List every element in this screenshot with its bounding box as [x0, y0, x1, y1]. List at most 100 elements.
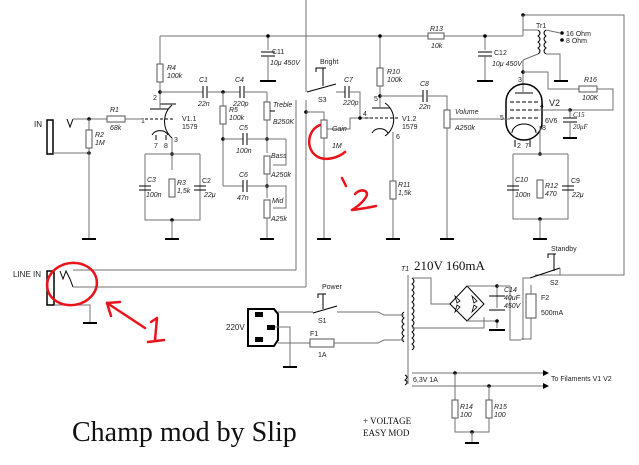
treble-name: Treble — [273, 102, 292, 109]
v11-pin1: 1 — [141, 118, 145, 125]
c2-ref: C2 — [202, 178, 211, 185]
f2-ref: F2 — [541, 295, 549, 302]
pot-gain[interactable]: Gain 1M — [320, 117, 372, 150]
cathode-network-v2: C10 100n R12 470 C9 22μ — [507, 152, 584, 240]
r12-ref: R12 — [545, 183, 558, 190]
c3-ref: C3 — [147, 177, 156, 184]
resistor-r10: R10 100k — [376, 67, 403, 96]
b-plus-rail — [159, 13, 625, 276]
r2-ref: R2 — [95, 132, 104, 139]
c5-value: 100n — [236, 148, 252, 155]
output-transformer-tr1[interactable]: Tr1 16 Ohm 8 Ohm — [522, 15, 591, 82]
mid-name: Mid — [272, 198, 284, 205]
c2-value: 22μ — [203, 192, 216, 199]
pot-treble[interactable]: Treble B250K — [263, 101, 294, 126]
switch-s3-bright[interactable]: Bright S3 — [306, 59, 338, 104]
volume-value: A250k — [454, 125, 475, 132]
c11-value: 10μ 450V — [270, 60, 301, 67]
c11-ref: C11 — [272, 49, 284, 56]
tap-8-ohm: 8 Ohm — [566, 38, 587, 45]
c8-ref: C8 — [420, 81, 429, 88]
r14-value: 100 — [460, 412, 472, 419]
f1-ref: F1 — [310, 331, 318, 338]
subtitle-line-1: + VOLTAGE — [363, 416, 412, 426]
iec-mains-inlet[interactable]: 220V — [226, 308, 279, 347]
c7-ref: C7 — [344, 77, 354, 84]
v2-pin4: 4 — [540, 103, 544, 110]
s2-ref: S2 — [550, 280, 559, 287]
c6-ref: C6 — [239, 172, 248, 179]
heater-label: 6,3V 1A — [413, 377, 438, 384]
gain-name: Gain — [332, 126, 347, 133]
v12-type: 1579 — [402, 124, 418, 131]
volume-name: Volume — [455, 109, 479, 116]
t1-rating: 210V 160mA — [414, 258, 486, 273]
capacitor-c12: C12 10μ 450V — [477, 50, 523, 82]
r13-value: 10k — [431, 43, 443, 50]
c9-value: 22μ — [571, 192, 584, 199]
capacitor-c4: C4 220p — [232, 77, 267, 108]
resistor-r1: R1 68k — [106, 107, 142, 132]
c1-ref: C1 — [199, 77, 208, 84]
switch-s1-power[interactable]: Power S1 — [312, 284, 404, 325]
v2-pin2: 2 — [517, 143, 521, 150]
bridge-rectifier — [449, 284, 505, 331]
v12-pin4: 4 — [363, 111, 367, 118]
c1-value: 22n — [197, 101, 210, 108]
capacitor-c11: C11 10μ 450V — [260, 49, 301, 82]
s2-name: Standby — [551, 246, 577, 253]
resistor-r4: R4 100k — [156, 63, 183, 92]
subtitle-line-2: EASY MOD — [363, 428, 410, 438]
title-block: Champ mod by Slip + VOLTAGE EASY MOD — [72, 416, 412, 448]
r10-value: 100k — [387, 77, 403, 84]
bass-name: Bass — [271, 153, 287, 160]
resistor-r11: R11 1,5k — [386, 180, 412, 240]
capacitor-c15: C15 20μF — [563, 110, 589, 139]
c10-value: 100n — [515, 192, 531, 199]
switch-s2-standby[interactable]: Standby S2 — [522, 246, 577, 340]
main-title: Champ mod by Slip — [72, 417, 297, 448]
v11-ref: V1.1 — [182, 116, 197, 123]
input-jack-line-in[interactable]: LINE IN — [13, 269, 97, 324]
cathode-network-v1-1: C3 100n R3 1,5k C2 22μ — [139, 152, 216, 240]
resistor-r5: R5 100k — [219, 92, 245, 186]
r15-value: 100 — [494, 412, 506, 419]
v11-pin3: 3 — [174, 137, 178, 144]
v12-pin5: 5 — [374, 96, 378, 103]
f2-value: 500mA — [541, 310, 564, 317]
c3-value: 100n — [146, 192, 162, 199]
f1-value: 1A — [318, 352, 327, 359]
r13-ref: R13 — [430, 26, 443, 33]
r3-ref: R3 — [177, 180, 186, 187]
gain-value: 1M — [332, 143, 342, 150]
fuse-f1: F1 1A — [309, 331, 404, 359]
r10-ref: R10 — [387, 69, 400, 76]
pot-volume[interactable]: Volume A250k — [440, 109, 498, 240]
v11-pin7: 7 — [154, 143, 158, 150]
bass-value: A250k — [270, 172, 291, 179]
r16-value: 100K — [582, 95, 599, 102]
r14-ref: R14 — [460, 404, 473, 411]
pot-mid[interactable]: Mid A25k — [263, 198, 287, 223]
c14-value2: 450V — [504, 303, 522, 310]
filaments-label: To Filaments V1 V2 — [551, 376, 612, 383]
pot-bass[interactable]: Bass A250k — [263, 153, 291, 179]
tube-v1-1: 2 1 3 7 8 V1.1 1579 — [141, 92, 198, 154]
capacitor-c14: C14 40uF 450V — [489, 285, 522, 341]
c4-value: 220p — [232, 101, 249, 108]
line-in-label: LINE IN — [13, 270, 41, 279]
v11-pin2: 2 — [153, 95, 157, 102]
s1-name: Power — [322, 284, 343, 291]
s3-ref: S3 — [318, 97, 327, 104]
c9-ref: C9 — [571, 178, 580, 185]
capacitor-c6: C6 47n — [223, 172, 267, 202]
r2-value: 1M — [95, 140, 105, 147]
c8-value: 22n — [418, 104, 431, 111]
annotation-mark-2 — [308, 123, 378, 212]
filament-supply: R14 100 R15 100 To Filaments V1 V2 — [412, 370, 612, 444]
c5-ref: C5 — [239, 125, 248, 132]
s1-ref: S1 — [318, 318, 327, 325]
v12-pin6: 6 — [396, 134, 400, 141]
r5-ref: R5 — [229, 107, 238, 114]
v11-pin8: 8 — [164, 143, 168, 150]
